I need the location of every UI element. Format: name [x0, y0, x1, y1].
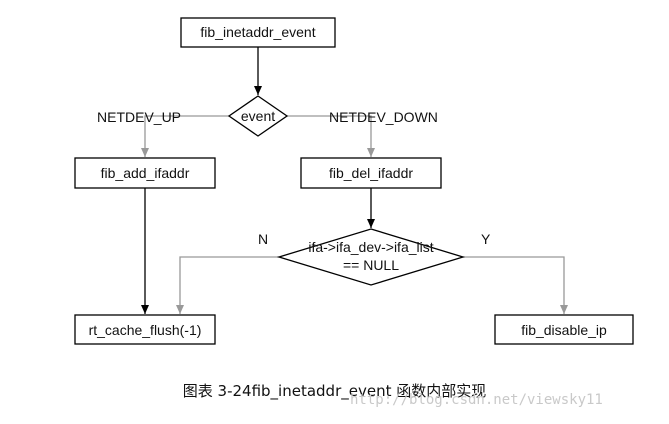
node-rt-cache-flush: rt_cache_flush(-1) — [74, 314, 216, 345]
edge-label-netdev-down: NETDEV_DOWN — [329, 109, 438, 125]
node-fib-add-ifaddr-label: fib_add_ifaddr — [101, 165, 190, 181]
edge-label-no: N — [258, 231, 268, 247]
decision-event-label: event — [241, 108, 275, 124]
edge-decision-yes-to-disable-ip — [463, 256, 568, 314]
node-fib-inetaddr-event: fib_inetaddr_event — [180, 17, 336, 48]
edge-event-to-add-ifaddr — [141, 115, 229, 157]
node-fib-disable-ip-label: fib_disable_ip — [521, 322, 607, 338]
decision-ifa-list-line2: == NULL — [343, 257, 399, 273]
decision-ifa-list-line1: ifa->ifa_dev->ifa_list — [308, 239, 433, 255]
edge-event-to-del-ifaddr — [287, 115, 375, 157]
edge-label-yes: Y — [481, 231, 491, 247]
node-fib-add-ifaddr: fib_add_ifaddr — [74, 157, 216, 189]
node-fib-inetaddr-event-label: fib_inetaddr_event — [200, 24, 315, 40]
edge-decision-no-to-cache-flush — [176, 256, 279, 314]
node-fib-del-ifaddr: fib_del_ifaddr — [300, 157, 442, 189]
edge-label-netdev-up: NETDEV_UP — [97, 109, 181, 125]
node-fib-del-ifaddr-label: fib_del_ifaddr — [329, 165, 413, 181]
watermark-text: http://blog.csdn.net/viewsky11 — [350, 392, 603, 408]
node-rt-cache-flush-label: rt_cache_flush(-1) — [89, 322, 202, 338]
figure-caption: 图表 3-24fib_inetaddr_event 函数内部实现 — [182, 382, 487, 400]
decision-ifa-list-null: ifa->ifa_dev->ifa_list == NULL — [276, 228, 466, 286]
decision-event: event — [227, 95, 289, 137]
node-fib-disable-ip: fib_disable_ip — [494, 314, 634, 345]
